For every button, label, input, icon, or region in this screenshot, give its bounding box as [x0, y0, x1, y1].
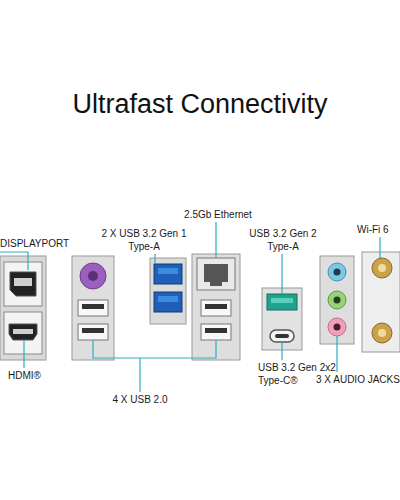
displayport-frame [4, 262, 42, 306]
rj45-socket [204, 264, 228, 286]
antenna-connector [372, 323, 392, 343]
port-label: 4 X USB 2.0 [100, 393, 180, 406]
usb3-tongue [158, 296, 178, 302]
audio-bracket [320, 256, 354, 344]
antenna-pin [378, 329, 386, 337]
usb3-tongue [158, 268, 178, 274]
port-label: 3 X AUDIO JACKS [316, 373, 400, 386]
audio-jack-hole [334, 324, 341, 331]
hdmi-frame [4, 312, 42, 354]
leader-line [379, 237, 380, 258]
hdmi-socket [9, 324, 37, 340]
ps2-port [80, 263, 106, 289]
usb3-gen1-port [154, 264, 182, 284]
port-label: HDMI® [8, 369, 58, 382]
usb-c-port [270, 330, 294, 342]
antenna-pin [378, 264, 386, 272]
hdmi-tongue [13, 329, 33, 334]
usb2-port [78, 300, 108, 316]
leader-line [0, 252, 28, 270]
port-label: 2 X USB 3.2 Gen 1 Type-A [100, 227, 188, 253]
leader-line [139, 358, 140, 392]
port-label: DISPLAYPORT [0, 237, 72, 250]
usb3-gen1-port [154, 292, 182, 312]
leader-line [154, 254, 155, 264]
rj45-port [197, 258, 235, 290]
audio-jack-hole [334, 269, 341, 276]
figure-title: Ultrafast Connectivity [0, 88, 400, 120]
audio-jack-pink [328, 318, 346, 336]
leader-line [23, 340, 24, 368]
audio-jack-hole [334, 297, 341, 304]
wifi-bracket [362, 252, 400, 352]
leader-bracket [93, 340, 216, 358]
usb-gen2-port [267, 294, 297, 310]
audio-jack-blue [328, 263, 346, 281]
port-label: USB 3.2 Gen 2 Type-A [245, 227, 321, 253]
usb2-port [78, 324, 108, 340]
usb2-tongue [205, 304, 227, 309]
usb2-tongue [205, 328, 227, 333]
usb2-port [201, 300, 231, 316]
usb2-port [201, 324, 231, 340]
display-bracket [0, 256, 46, 360]
leader-line [215, 222, 216, 258]
displayport-tongue [14, 278, 32, 286]
antenna-connector [372, 258, 392, 278]
ps2-pins [88, 271, 98, 281]
port-label: 2.5Gb Ethernet [178, 208, 258, 221]
leader-line [336, 336, 337, 372]
leader-lines [0, 222, 380, 392]
audio-jack-green [328, 291, 346, 309]
usb2-tongue [82, 328, 104, 333]
leader-line [281, 342, 282, 360]
port-label: Wi-Fi 6 [357, 223, 400, 236]
leader-line [281, 254, 282, 294]
usb2-tongue [82, 304, 104, 309]
usb-gen2-tongue [271, 298, 293, 303]
displayport-socket [10, 272, 36, 296]
usb3-bracket [150, 258, 186, 324]
usb-c-tongue [275, 334, 289, 338]
usb-gen2-bracket [262, 288, 302, 350]
